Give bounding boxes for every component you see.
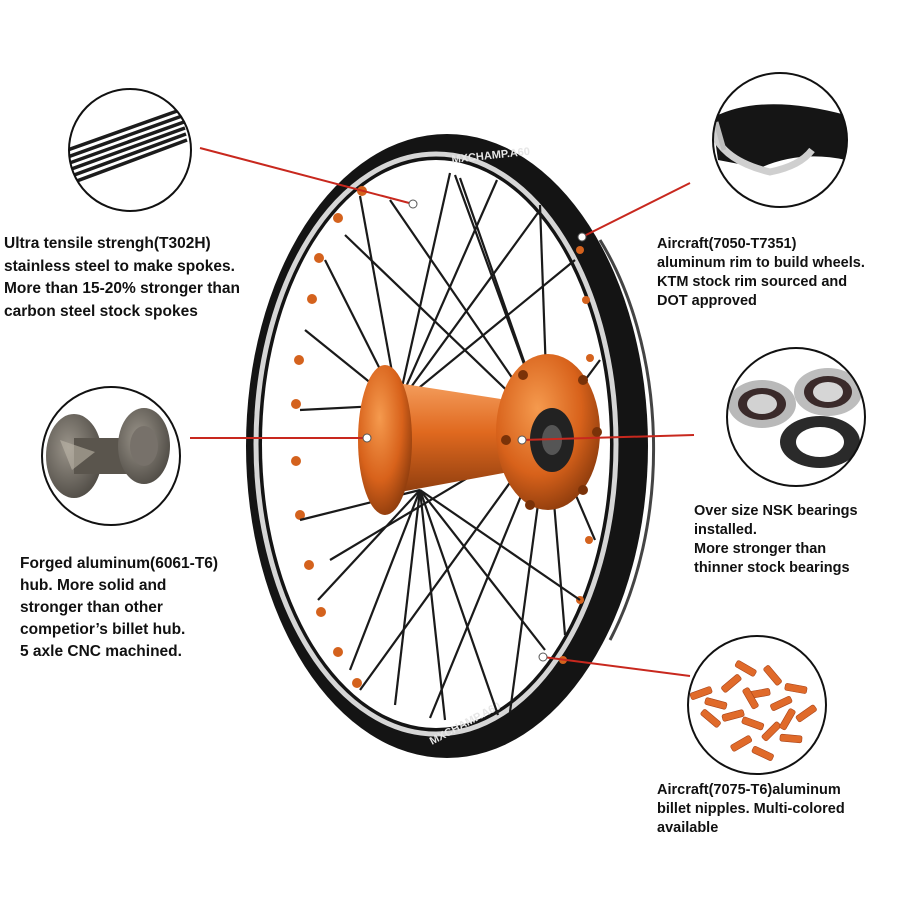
wheel-spokes <box>299 172 601 721</box>
hub-caption: Forged aluminum(6061-T6) hub. More solid… <box>20 553 218 663</box>
caption-line: available <box>657 820 719 836</box>
caption-line: KTM stock rim sourced and <box>657 274 848 290</box>
nipples-inset <box>687 635 827 775</box>
callout-endpoints <box>362 199 587 662</box>
caption-line: billet nipples. Multi-colored <box>657 801 845 817</box>
caption-line: thinner stock bearings <box>694 560 850 576</box>
caption-line: Over size NSK bearings <box>694 503 858 519</box>
caption-line: Aircraft(7075-T6)aluminum <box>657 782 841 798</box>
caption-line: Aircraft(7050-T7351) <box>657 236 797 252</box>
caption-line: stainless steel to make spokes. <box>4 257 235 275</box>
spokes-caption: Ultra tensile strengh(T302H) stainless s… <box>4 233 240 323</box>
forged-hub-blank-icon <box>46 408 170 498</box>
rim-profile-icon <box>713 104 846 176</box>
bearings-inset <box>726 347 866 487</box>
rim-caption: Aircraft(7050-T7351) aluminum rim to bui… <box>657 235 865 311</box>
nipples-caption: Aircraft(7075-T6)aluminum billet nipples… <box>657 781 845 838</box>
caption-line: Ultra tensile strengh(T302H) <box>4 235 211 252</box>
hub-barrel <box>378 380 520 496</box>
caption-line: Forged aluminum(6061-T6) <box>20 555 219 572</box>
caption-line: installed. <box>694 522 757 538</box>
hub-left-flange <box>358 365 412 515</box>
orange-nipples-pile-icon <box>689 660 817 761</box>
caption-line: aluminum rim to build wheels. <box>657 255 865 271</box>
rim-silver-edge <box>253 151 619 737</box>
caption-line: competior’s billet hub. <box>20 621 186 638</box>
caption-line: 5 axle CNC machined. <box>20 643 182 660</box>
wheel-group: MXCHAMP.A60 MXCHAMP.A60 <box>246 134 656 758</box>
bearings-and-seal-icon <box>728 368 862 468</box>
caption-line: More stronger than <box>694 541 827 557</box>
hub-inset <box>41 386 181 526</box>
bearings-caption: Over size NSK bearings installed. More s… <box>694 502 858 578</box>
caption-line: More than 15-20% stronger than <box>4 280 240 297</box>
caption-line: stronger than other <box>20 599 163 616</box>
spokes-inset <box>68 88 192 212</box>
caption-line: DOT approved <box>657 293 757 309</box>
caption-line: hub. More solid and <box>20 577 167 594</box>
rim-inset <box>712 72 848 208</box>
caption-line: carbon steel stock spokes <box>4 302 198 320</box>
spokes-bundle-icon <box>69 108 188 190</box>
callout-lines <box>190 147 695 677</box>
hub-bolt-holes <box>501 370 602 510</box>
